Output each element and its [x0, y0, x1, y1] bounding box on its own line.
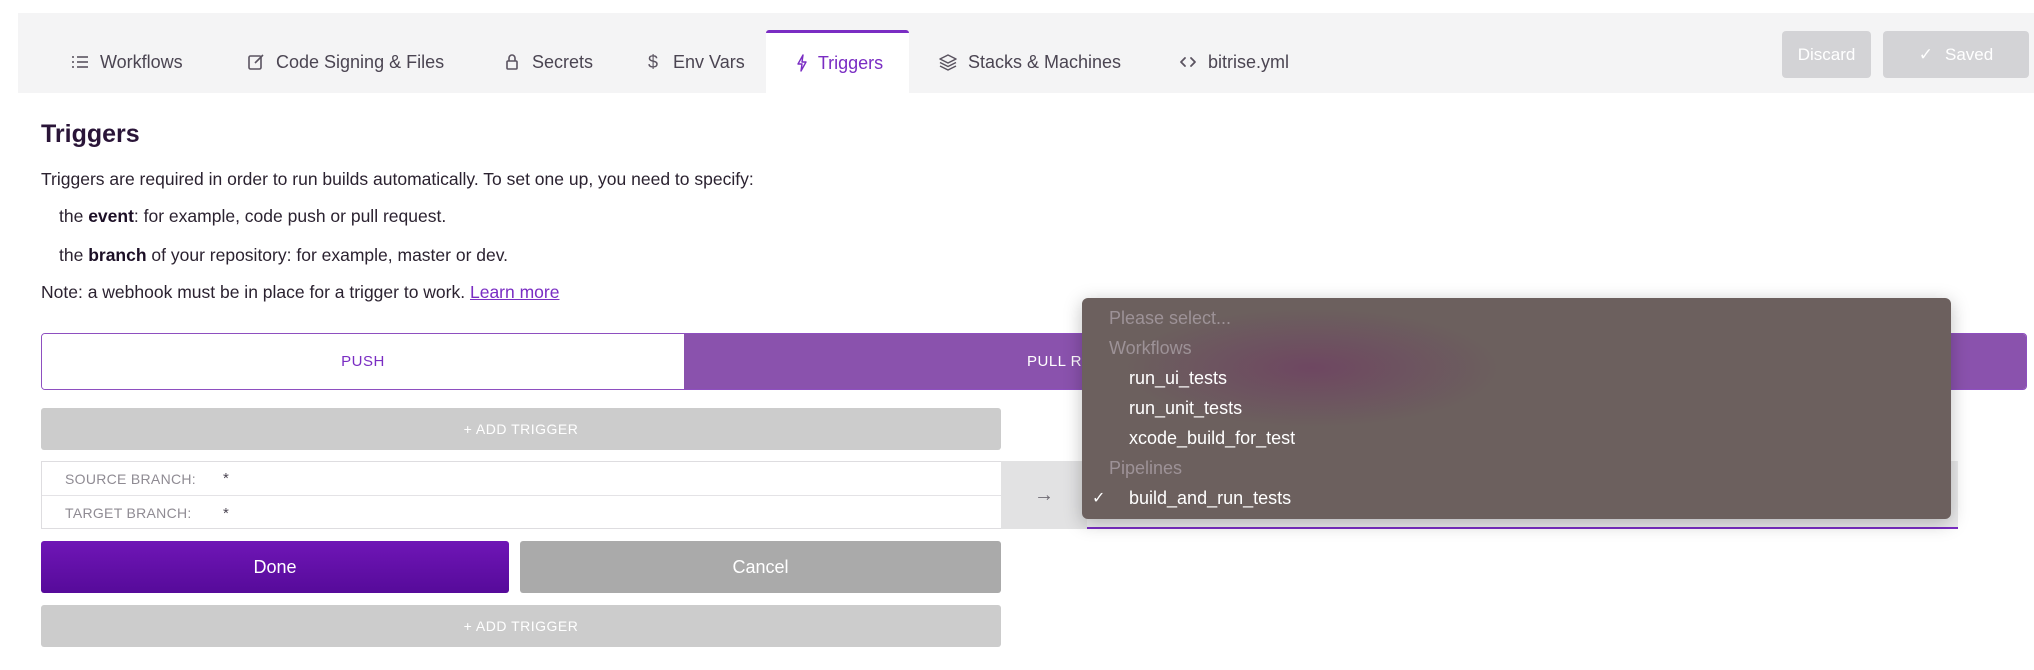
tab-workflows[interactable]: Workflows [70, 31, 183, 93]
bullet-bold: event [88, 206, 134, 226]
tab-triggers[interactable]: Triggers [766, 30, 909, 93]
list-icon [70, 52, 90, 72]
bullet-prefix: the [59, 245, 89, 265]
dropdown-option-selected[interactable]: ✓ build_and_run_tests [1082, 483, 1951, 513]
bullet-rest: of your repository: for example, master … [146, 245, 509, 265]
tab-code-signing[interactable]: Code Signing & Files [246, 31, 444, 93]
source-branch-input[interactable]: * [223, 470, 230, 487]
arrow-right-icon: → [1001, 461, 1087, 529]
checkmark-icon: ✓ [1918, 44, 1934, 64]
target-branch-input[interactable]: * [223, 504, 230, 522]
target-branch-row[interactable]: TARGET BRANCH: * [42, 496, 1001, 530]
dropdown-option[interactable]: run_unit_tests [1129, 397, 1243, 418]
dropdown-placeholder: Please select... [1109, 307, 1232, 328]
dropdown-group-workflows: Workflows [1109, 337, 1192, 358]
dropdown-option[interactable]: run_ui_tests [1129, 367, 1228, 388]
dropdown-option-label: build_and_run_tests [1129, 487, 1292, 508]
done-button[interactable]: Done [41, 541, 509, 593]
dollar-icon: $ [647, 51, 658, 72]
tab-label: Stacks & Machines [968, 51, 1122, 72]
branch-form: SOURCE BRANCH: * TARGET BRANCH: * [41, 461, 1002, 529]
dropdown-group-pipelines: Pipelines [1109, 457, 1183, 478]
tab-env-vars[interactable]: $ Env Vars [643, 31, 745, 93]
tab-secrets[interactable]: Secrets [502, 31, 593, 93]
tab-bitrise-yml[interactable]: bitrise.yml [1178, 31, 1289, 93]
source-branch-label: SOURCE BRANCH: [65, 470, 196, 487]
checkmark-icon: ✓ [1092, 490, 1106, 507]
source-branch-row[interactable]: SOURCE BRANCH: * [42, 462, 1001, 496]
bullet-bold: branch [88, 245, 147, 265]
code-icon [1178, 52, 1198, 72]
webhook-note: Note: a webhook must be in place for a t… [41, 282, 559, 303]
page-title: Triggers [41, 120, 140, 148]
intro-text: Triggers are required in order to run bu… [41, 169, 754, 189]
saved-button[interactable]: ✓ Saved [1883, 31, 2029, 78]
top-tab-bar: Workflows Code Signing & Files Secrets $… [18, 13, 2034, 93]
saved-label: Saved [1945, 44, 1994, 64]
workflow-dropdown-menu: Please select... Workflows run_ui_tests … [1082, 298, 1951, 519]
add-trigger-button[interactable]: + ADD TRIGGER [41, 408, 1001, 450]
learn-more-link[interactable]: Learn more [469, 282, 560, 302]
bullet-rest: : for example, code push or pull request… [133, 206, 447, 226]
bolt-icon [792, 53, 812, 73]
layers-icon [938, 52, 958, 72]
tab-label: Code Signing & Files [276, 51, 445, 72]
lock-icon [502, 52, 522, 72]
bullet-branch: the branch of your repository: for examp… [59, 245, 508, 266]
tab-label: Triggers [817, 52, 884, 73]
target-branch-label: TARGET BRANCH: [65, 505, 192, 521]
tab-stacks-machines[interactable]: Stacks & Machines [938, 31, 1121, 93]
tab-push[interactable]: PUSH [42, 334, 684, 389]
add-trigger-button[interactable]: + ADD TRIGGER [41, 605, 1001, 647]
tab-label: Secrets [532, 51, 594, 72]
bullet-prefix: the [59, 206, 89, 226]
bullet-event: the event: for example, code push or pul… [59, 206, 446, 227]
tab-label: Workflows [100, 51, 183, 72]
edit-document-icon [246, 52, 266, 72]
tab-label: Env Vars [673, 51, 745, 72]
dropdown-option[interactable]: xcode_build_for_test [1129, 427, 1296, 448]
discard-button[interactable]: Discard [1782, 31, 1871, 78]
cancel-button[interactable]: Cancel [520, 541, 1001, 593]
note-text: Note: a webhook must be in place for a t… [41, 282, 466, 302]
tab-label: bitrise.yml [1208, 51, 1290, 72]
